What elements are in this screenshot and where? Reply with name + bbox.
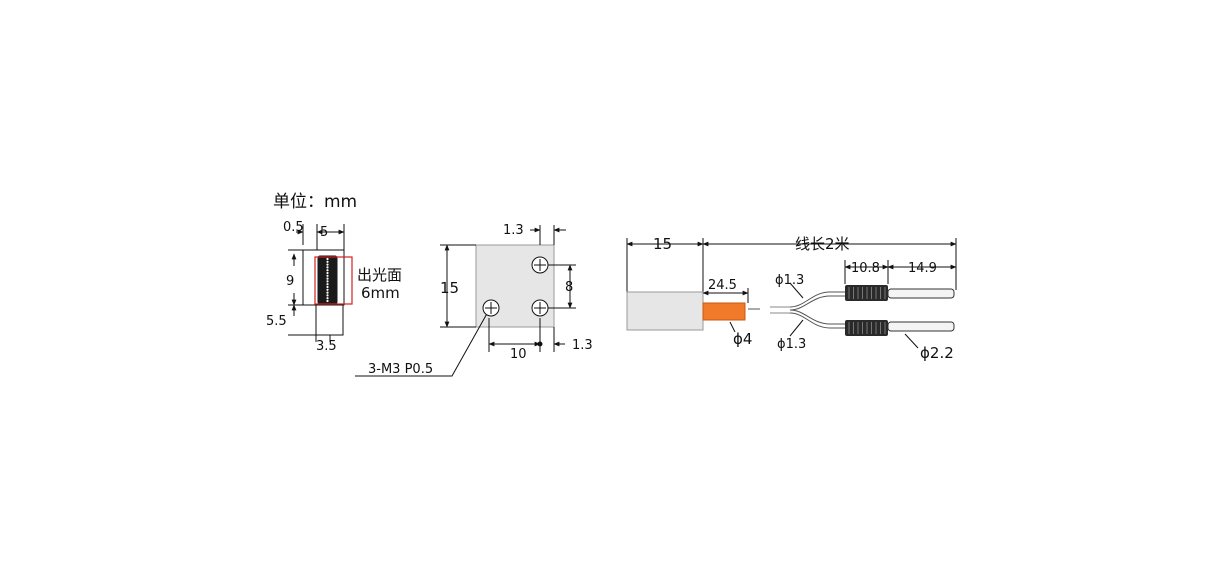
- front-bottom-offset: 5.5: [266, 314, 287, 329]
- fiber-dot: [326, 263, 329, 266]
- unit-label: 单位：mm: [273, 192, 357, 212]
- cable-length: 线长2米: [795, 235, 850, 253]
- screw-hole-right: [531, 299, 549, 317]
- screw-spec: 3-M3 P0.5: [368, 362, 433, 377]
- front-top-offset: 0.5: [283, 220, 304, 235]
- front-height: 9: [286, 274, 294, 289]
- screw-hole-top: [531, 256, 549, 274]
- side-bottom-offset: 1.3: [572, 338, 593, 353]
- fiber-diameter-bottom: ϕ1.3: [777, 337, 806, 352]
- connector-length: 10.8: [851, 261, 880, 276]
- screw-hole-left: [482, 299, 500, 317]
- side-top-offset: 1.3: [503, 223, 524, 238]
- fiber-dot: [326, 294, 329, 297]
- sleeve-diameter: ϕ4: [733, 330, 752, 348]
- fiber-dot: [326, 269, 329, 272]
- fiber-dot: [326, 297, 329, 300]
- fiber-dot: [326, 271, 329, 275]
- fiber-dot: [326, 257, 329, 261]
- fiber-diameter-top: ϕ1.3: [775, 273, 804, 288]
- fiber-dot: [326, 274, 329, 277]
- fiber-dots: [326, 257, 329, 303]
- fiber-dot: [326, 266, 329, 269]
- fiber-dot: [326, 260, 329, 263]
- front-bottom-width: 3.5: [316, 339, 337, 354]
- side-height: 15: [440, 279, 459, 297]
- side-hole-width: 10: [510, 347, 527, 362]
- emit-face-size: 6mm: [361, 284, 400, 302]
- fiber-dot: [326, 288, 329, 291]
- fiber-dot: [326, 291, 329, 294]
- fiber-dot: [326, 285, 329, 289]
- front-width: 5: [320, 225, 328, 240]
- tip-diameter: ϕ2.2: [920, 344, 954, 362]
- emit-face-label: 出光面: [357, 266, 402, 284]
- connector-bottom: [845, 320, 888, 336]
- fiber-dot: [326, 283, 329, 286]
- cable-head-length: 15: [653, 235, 672, 253]
- tip-length: 14.9: [908, 261, 937, 276]
- fiber-dot: [326, 299, 329, 303]
- sleeve-length: 24.5: [708, 278, 737, 293]
- connector-top: [845, 285, 888, 301]
- fiber-dot: [326, 280, 329, 283]
- cable-view: [626, 238, 957, 349]
- fiber-dot: [326, 277, 329, 280]
- side-hole-spacing: 8: [565, 280, 573, 295]
- front-view: [288, 224, 353, 342]
